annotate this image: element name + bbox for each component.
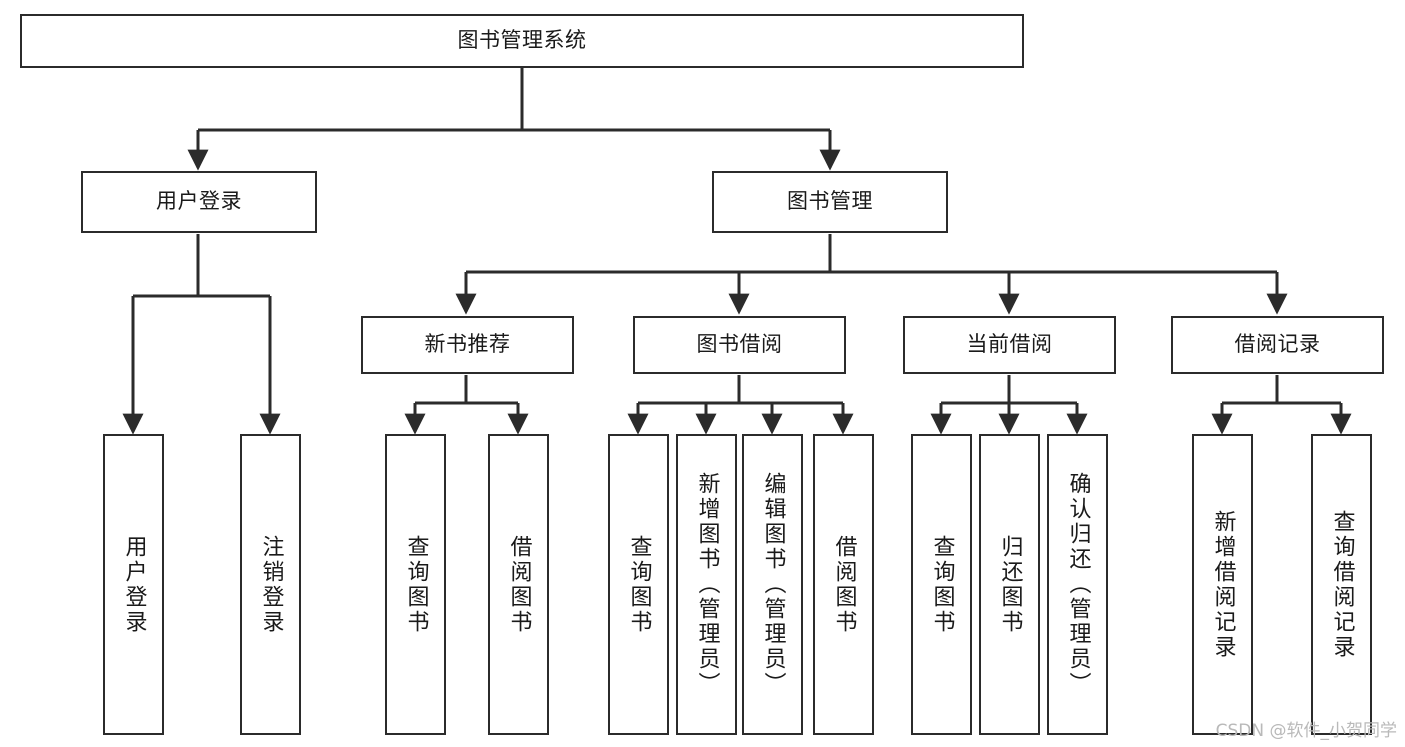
node-label: 借阅记录 <box>1234 332 1321 357</box>
leaf-add-borrow-record[interactable]: 新增借阅记录 <box>1192 434 1253 735</box>
leaf-user-login[interactable]: 用户登录 <box>103 434 164 735</box>
node-label: 当前借阅 <box>966 332 1053 357</box>
node-label: 用户登录 <box>156 189 242 214</box>
node-label: 图书管理系统 <box>457 28 587 53</box>
node-label: 借阅图书 <box>831 534 857 635</box>
leaf-return-book[interactable]: 归还图书 <box>979 434 1040 735</box>
leaf-query-book-recommend[interactable]: 查询图书 <box>385 434 446 735</box>
node-label: 借阅图书 <box>506 534 532 635</box>
node-label: 图书管理 <box>787 189 873 214</box>
node-label: 用户登录 <box>121 534 147 635</box>
leaf-borrow-book-recommend[interactable]: 借阅图书 <box>488 434 549 735</box>
node-label: 图书借阅 <box>696 332 783 357</box>
leaf-edit-book-admin[interactable]: 编辑图书（管理员） <box>742 434 803 735</box>
watermark-text: CSDN @软件_小贺同学 <box>1215 721 1397 741</box>
node-current-borrow[interactable]: 当前借阅 <box>903 316 1116 374</box>
node-label: 查询图书 <box>929 534 955 635</box>
leaf-query-book-current[interactable]: 查询图书 <box>911 434 972 735</box>
node-label: 查询图书 <box>403 534 429 635</box>
node-user-login[interactable]: 用户登录 <box>81 171 317 233</box>
node-label: 归还图书 <box>997 534 1023 635</box>
leaf-query-borrow-record[interactable]: 查询借阅记录 <box>1311 434 1372 735</box>
leaf-query-book-borrow[interactable]: 查询图书 <box>608 434 669 735</box>
node-root-system[interactable]: 图书管理系统 <box>20 14 1024 68</box>
node-borrow-record[interactable]: 借阅记录 <box>1171 316 1384 374</box>
leaf-confirm-return-admin[interactable]: 确认归还（管理员） <box>1047 434 1108 735</box>
node-label: 新增图书（管理员） <box>694 472 720 697</box>
node-label: 新增借阅记录 <box>1210 509 1236 660</box>
node-label: 确认归还（管理员） <box>1065 472 1091 697</box>
node-label: 查询图书 <box>626 534 652 635</box>
leaf-borrow-book[interactable]: 借阅图书 <box>813 434 874 735</box>
leaf-add-book-admin[interactable]: 新增图书（管理员） <box>676 434 737 735</box>
node-new-book-recommend[interactable]: 新书推荐 <box>361 316 574 374</box>
node-book-borrow[interactable]: 图书借阅 <box>633 316 846 374</box>
node-label: 查询借阅记录 <box>1329 509 1355 660</box>
node-label: 编辑图书（管理员） <box>760 472 786 697</box>
node-book-manage[interactable]: 图书管理 <box>712 171 948 233</box>
leaf-logout-login[interactable]: 注销登录 <box>240 434 301 735</box>
node-label: 注销登录 <box>258 534 284 635</box>
node-label: 新书推荐 <box>424 332 511 357</box>
